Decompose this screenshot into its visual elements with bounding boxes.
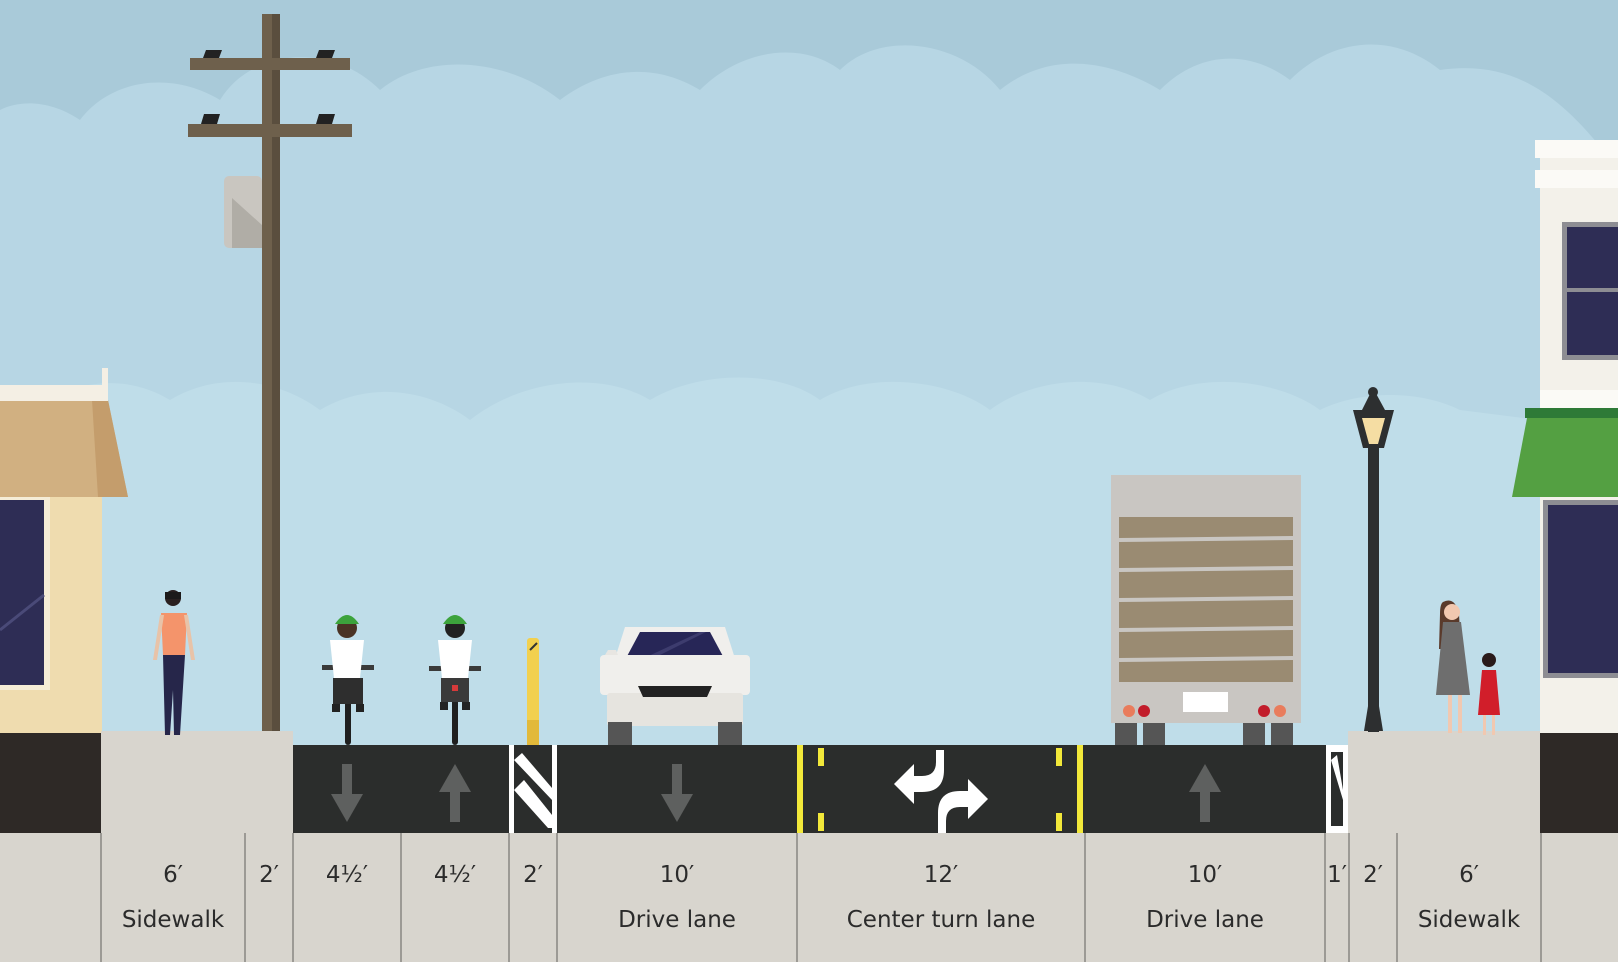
segment-width: 2′ — [1363, 862, 1383, 888]
segment-width: 12′ — [923, 862, 959, 888]
segment-drive-lane-right[interactable]: 10′ Drive lane — [1085, 832, 1325, 962]
segment-name: Sidewalk — [121, 907, 225, 933]
two-way-turn-arrows-icon — [894, 750, 988, 833]
segment-width: 6′ — [1459, 862, 1479, 888]
segment-drive-lane-left[interactable]: 10′ Drive lane — [557, 832, 797, 962]
segment-sidewalk-right[interactable]: 6′ Sidewalk — [1397, 832, 1541, 962]
segment-width: 4½′ — [325, 862, 369, 888]
segment-buffer[interactable]: 2′ — [509, 832, 557, 962]
cloud-band-upper — [0, 0, 1618, 170]
segment-bike-lane-northbound[interactable]: 4½′ — [401, 832, 509, 962]
segment-center-turn-lane[interactable]: 12′ Center turn lane — [797, 832, 1085, 962]
center-lane-stripes — [797, 745, 1083, 833]
pedestrian-left — [153, 590, 195, 735]
cyclist-northbound — [429, 615, 481, 745]
lane-arrow-up-drive-icon — [1189, 764, 1221, 822]
segment-width: 10′ — [659, 862, 695, 888]
segment-name: Center turn lane — [846, 907, 1036, 933]
street-lamp — [1353, 387, 1394, 732]
segment-buffer-right[interactable]: 1′ — [1325, 832, 1349, 962]
cyclist-southbound — [322, 615, 374, 745]
segment-name: Drive lane — [618, 907, 736, 933]
ground-right — [1540, 733, 1618, 833]
car-front-view — [600, 627, 750, 745]
pedestrian-woman — [1436, 600, 1470, 733]
utility-pole — [188, 14, 352, 731]
segment-dividers — [100, 833, 1542, 962]
flex-post — [527, 638, 539, 745]
segment-width: 1′ — [1327, 862, 1347, 888]
segment-sidewalk-left[interactable]: 6′ Sidewalk — [101, 832, 245, 962]
segment-furniture-left[interactable]: 2′ — [245, 832, 293, 962]
ground-left — [0, 733, 102, 833]
right-building — [1512, 140, 1618, 735]
segment-width: 2′ — [523, 862, 543, 888]
sidewalk-right-surface — [1348, 731, 1540, 833]
segment-name: Drive lane — [1146, 907, 1264, 933]
bike-buffer — [509, 745, 557, 833]
box-truck-rear-view — [1111, 475, 1301, 745]
sidewalk-left-surface — [101, 731, 293, 833]
lane-arrow-up-bike-icon — [439, 764, 471, 822]
segment-width: 4½′ — [433, 862, 477, 888]
segment-bike-lane-southbound[interactable]: 4½′ — [293, 832, 401, 962]
segment-width: 2′ — [259, 862, 279, 888]
pedestrian-child — [1478, 653, 1500, 735]
segment-width: 6′ — [163, 862, 183, 888]
segment-labels: 6′ Sidewalk 2′ 4½′ 4½′ 2′ 10′ Drive lane… — [0, 832, 1618, 962]
segment-furniture-right[interactable]: 2′ — [1349, 832, 1397, 962]
right-buffer — [1326, 745, 1348, 833]
lane-arrow-down-bike-icon — [331, 764, 363, 822]
left-building — [0, 368, 128, 735]
segment-name: Sidewalk — [1417, 907, 1521, 933]
lane-arrow-down-drive-icon — [661, 764, 693, 822]
segment-width: 10′ — [1187, 862, 1223, 888]
